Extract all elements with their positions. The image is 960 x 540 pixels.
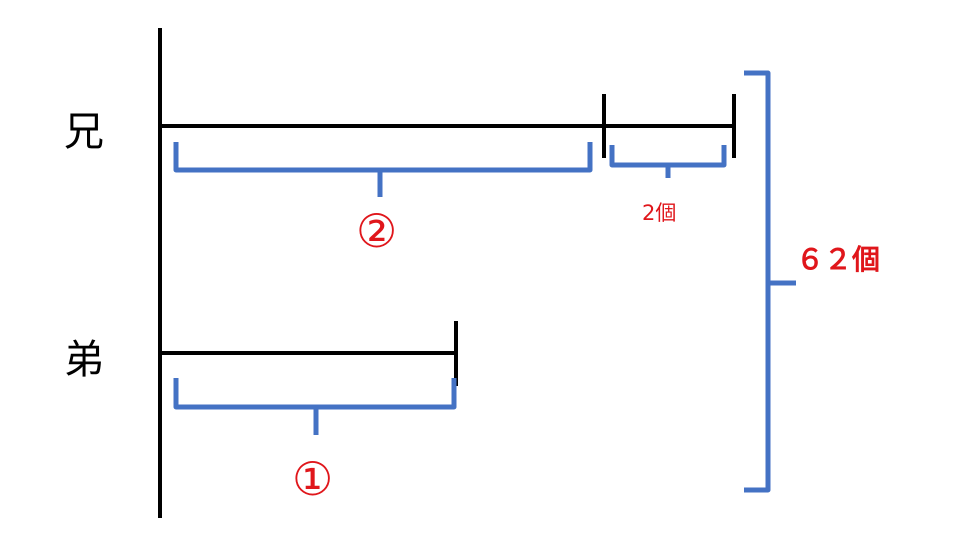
difference-label: 2個 xyxy=(642,201,677,225)
total-label: ６２個 xyxy=(796,243,881,276)
brace-difference xyxy=(609,145,727,178)
older-brother-label: 兄 xyxy=(64,109,104,155)
younger-brother-label: 弟 xyxy=(64,337,104,383)
part-younger-label: ① xyxy=(292,452,334,506)
brace-older-part xyxy=(173,142,593,197)
brace-total xyxy=(744,70,796,493)
brace-younger-part xyxy=(173,378,457,435)
part-older-label: ② xyxy=(356,204,398,258)
